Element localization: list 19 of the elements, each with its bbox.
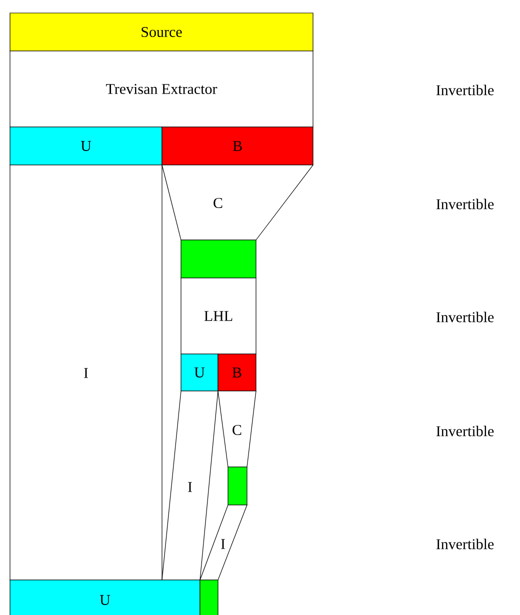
u-box: U <box>10 126 162 166</box>
b-box: B <box>218 354 256 392</box>
trapezoid: C <box>218 390 256 468</box>
side-label: Invertible <box>436 312 494 322</box>
side-label: Invertible <box>436 426 494 436</box>
box <box>228 466 248 506</box>
side-label: Invertible <box>436 84 494 96</box>
box <box>200 580 218 615</box>
lhl-box: LHL <box>180 278 256 354</box>
parallelogram: I <box>200 504 248 580</box>
trapezoid: C <box>162 164 314 240</box>
source-box: Source <box>10 12 314 52</box>
box <box>180 240 256 278</box>
extractor-box: Trevisan Extractor <box>10 50 314 128</box>
side-label: Invertible <box>436 538 494 550</box>
b-box: B <box>162 126 314 166</box>
u-box: U <box>10 580 200 615</box>
u-box: U <box>180 354 218 392</box>
side-label: Invertible <box>436 198 494 210</box>
